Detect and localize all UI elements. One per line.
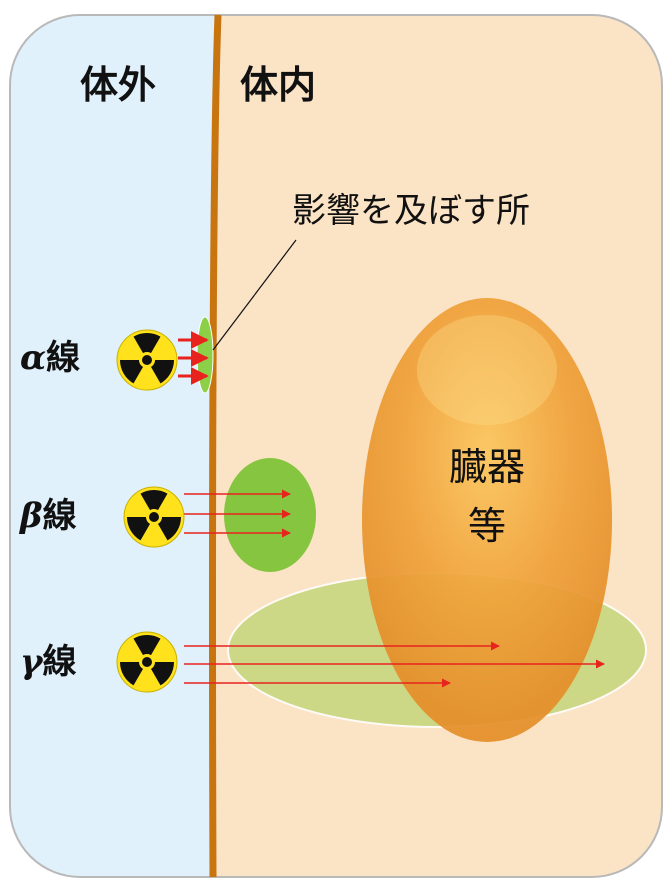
- radiation-trefoil-icon: [123, 486, 185, 548]
- alpha-arrows: [178, 331, 209, 385]
- alpha-suffix: 線: [46, 338, 81, 378]
- alpha-ray-label: α線: [20, 341, 80, 375]
- organ-label-line2: 等: [467, 504, 506, 548]
- outside-label: 体外: [80, 63, 157, 107]
- beta-affected-zone: [224, 458, 316, 572]
- beta-symbol: β: [20, 496, 43, 536]
- skin-line: [209, 14, 222, 878]
- annotation-label: 影響を及ぼす所: [292, 191, 530, 231]
- frame-border: [9, 14, 663, 878]
- organ-shape: [362, 298, 612, 742]
- gamma-arrows: [184, 641, 605, 688]
- radiation-trefoil-icon: [116, 329, 178, 391]
- alpha-affected-zone: [196, 316, 214, 394]
- radiation-trefoil-icon: [116, 631, 178, 693]
- beta-arrows: [184, 489, 291, 538]
- organ-label-line1: 臓器: [448, 445, 525, 489]
- beta-suffix: 線: [42, 496, 77, 536]
- annotation-leader-line: [212, 239, 297, 351]
- beta-ray-label: β線: [20, 499, 77, 533]
- organ-highlight: [417, 315, 557, 425]
- gamma-ray-label: γ線: [20, 645, 76, 679]
- gamma-suffix: 線: [42, 642, 77, 682]
- outside-region: [10, 15, 215, 877]
- inside-label: 体内: [240, 63, 317, 107]
- alpha-symbol: α: [20, 338, 47, 378]
- gamma-symbol: γ: [20, 642, 43, 682]
